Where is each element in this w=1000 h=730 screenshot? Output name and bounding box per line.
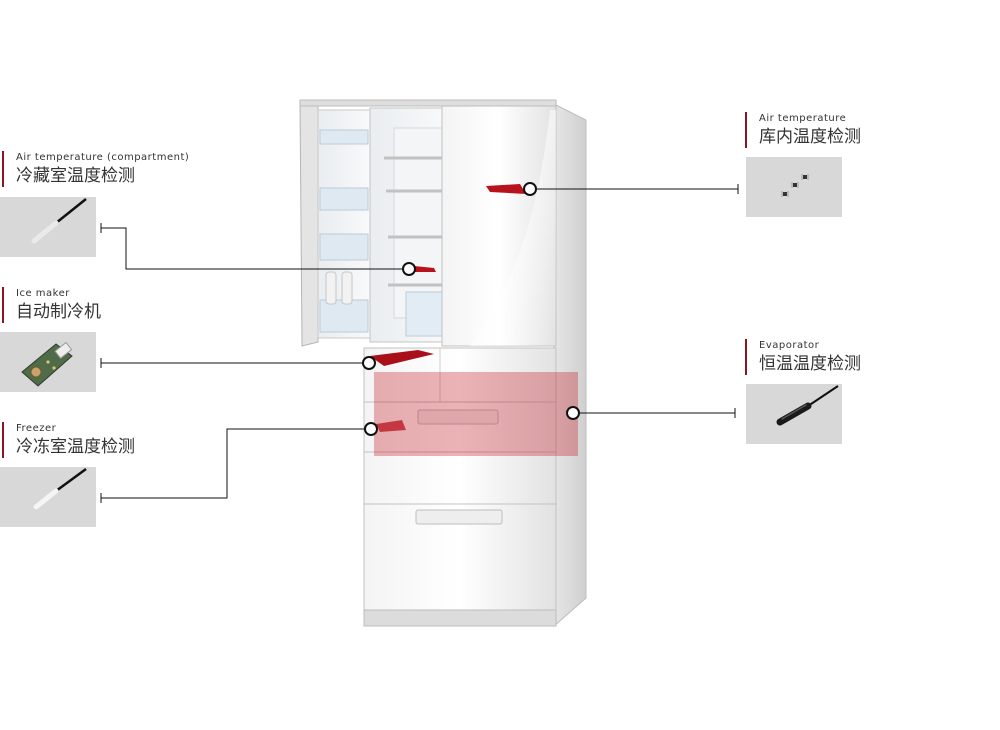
fridge-side-panel xyxy=(553,103,587,628)
air-temp-highlight xyxy=(486,184,526,194)
label-compartment: Air temperature (compartment) 冷藏室温度检测 xyxy=(2,151,189,187)
label-freezer-en: Freezer xyxy=(16,423,57,434)
thumb-probe-black-evap xyxy=(746,384,842,444)
bottom-kick xyxy=(363,609,557,627)
marker-freezer xyxy=(364,422,378,436)
marker-compartment xyxy=(402,262,416,276)
drawer-2 xyxy=(363,451,557,505)
pcb-icon xyxy=(21,341,73,387)
leader-compartment xyxy=(101,227,409,270)
open-left-door xyxy=(299,100,319,347)
marker-evap xyxy=(566,406,580,420)
door-bin-2 xyxy=(319,187,369,211)
door-bin-4 xyxy=(319,299,369,333)
label-compartment-en: Air temperature (compartment) xyxy=(16,152,190,163)
thumb-chips-air xyxy=(746,157,842,217)
ice-maker-highlight xyxy=(370,350,434,366)
door-bin-3 xyxy=(319,233,369,261)
freezer-drawer-1-handle xyxy=(417,409,499,425)
right-door-shine xyxy=(470,110,556,346)
label-evap-zh: 恒温温度检测 xyxy=(759,354,861,374)
thumb-pcb-ice xyxy=(0,332,96,392)
bottom-drawer-handle xyxy=(415,509,503,525)
compartment-highlight xyxy=(414,266,436,272)
probe-white-icon xyxy=(31,198,87,244)
label-compartment-zh: 冷藏室温度检测 xyxy=(16,166,135,186)
label-ice-zh: 自动制冷机 xyxy=(16,302,101,322)
leader-freezer xyxy=(101,428,371,499)
label-air-en: Air temperature xyxy=(759,113,847,124)
label-freezer: Freezer 冷冻室温度检测 xyxy=(2,422,135,458)
label-evap-en: Evaporator xyxy=(759,340,820,351)
label-freezer-zh: 冷冻室温度检测 xyxy=(16,437,135,457)
thumb-probe-white-freezer xyxy=(0,467,96,527)
bottle-2 xyxy=(341,271,353,305)
probe-black-icon xyxy=(776,385,839,426)
door-bin-1 xyxy=(319,129,369,145)
label-air: Air temperature 库内温度检测 xyxy=(745,112,861,148)
marker-air xyxy=(523,182,537,196)
label-ice: Ice maker 自动制冷机 xyxy=(2,287,101,323)
top-trim xyxy=(299,99,557,107)
evaporator-highlight xyxy=(374,372,578,456)
probe-white-icon xyxy=(33,467,87,510)
interior-bin xyxy=(405,291,443,337)
thumb-probe-white-compartment xyxy=(0,197,96,257)
marker-ice xyxy=(362,356,376,370)
freezer-highlight xyxy=(376,420,406,432)
bottle-1 xyxy=(325,271,337,305)
label-evap: Evaporator 恒温温度检测 xyxy=(745,339,861,375)
label-ice-en: Ice maker xyxy=(16,288,70,299)
smd-chip-icon xyxy=(781,174,809,197)
label-air-zh: 库内温度检测 xyxy=(759,127,861,147)
